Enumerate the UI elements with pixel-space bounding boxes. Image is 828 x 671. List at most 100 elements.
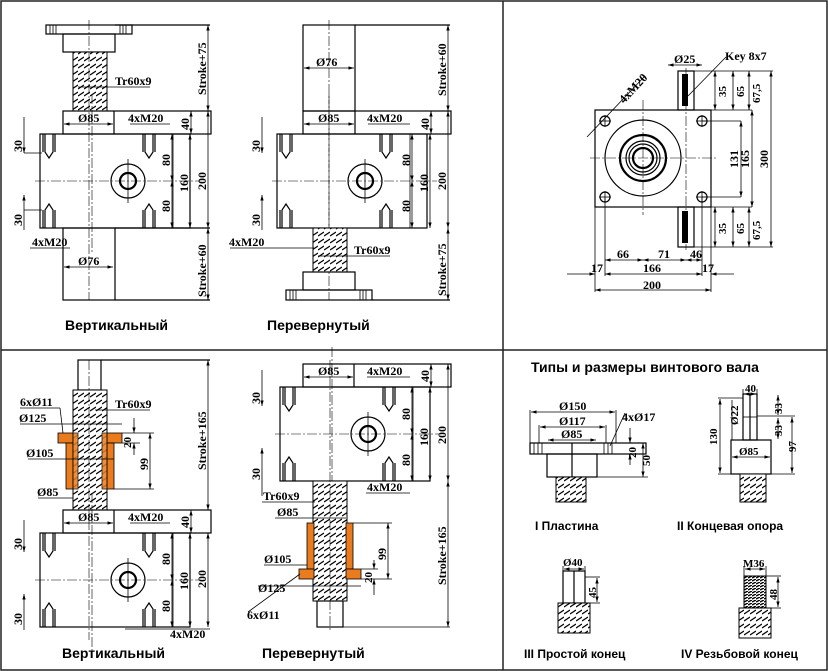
dim-160: 160 [417,428,431,446]
stroke-label: Stroke+165 [195,411,209,470]
stroke-label: Stroke+165 [435,526,449,585]
d40-label: Ø40 [563,557,583,569]
dim-40: 40 [178,516,192,528]
d117-label: Ø117 [559,414,586,428]
caption-inverted-nut: Перевернутый [262,645,365,661]
dim-160: 160 [177,174,191,192]
caption-type-2: II Концевая опора [677,519,783,533]
type-end-support: 40 Ø22 33 33 130 97 Ø85 II Концевая опор… [677,383,799,533]
dim-80-top: 80 [159,154,173,166]
caption-type-1: I Пластина [535,519,599,533]
holes-top-label: 4xM20 [367,111,402,125]
tube-diameter-label: Ø76 [316,55,337,69]
dim-80-bottom: 80 [399,454,413,466]
dim-80-bottom: 80 [159,600,173,612]
flange-diameter-label: Ø85 [78,510,99,524]
dim-80-top: 80 [159,553,173,565]
holes-bottom-label: 4xM20 [32,235,67,249]
dim-200: 200 [643,278,661,292]
holes-top-label: 4xM20 [128,111,163,125]
dim-17-left: 17 [591,261,603,275]
m36-label: M36 [743,558,765,570]
flange-diameter-label: Ø85 [318,111,339,125]
dim-40: 40 [745,383,757,395]
type-plain-end: Ø40 45 III Простой конец [524,557,626,661]
d22-label: Ø22 [729,405,741,425]
dim-200: 200 [195,172,209,190]
thread-label: Tr60x9 [115,397,151,411]
d85-label: Ø85 [561,427,582,441]
dim-99: 99 [137,458,151,470]
dim-35-top: 35 [717,86,729,98]
dim-160: 160 [177,572,191,590]
view-nut-inverted: Ø85 4xM20 4xM20 Tr60x9 Ø85 Ø105 Ø125 6xØ… [247,345,452,661]
dim-130: 130 [708,428,720,445]
d105-label: Ø105 [264,552,291,566]
holes-label: 4xØ17 [622,410,655,424]
dim-40: 40 [418,370,432,382]
dim-165: 165 [738,150,752,168]
caption-type-3: III Простой конец [524,647,626,661]
thread-label: Tr60x9 [115,74,151,88]
dim-30-top: 30 [249,392,263,404]
stroke-bottom-label: Stroke+75 [435,243,449,296]
dim-200: 200 [195,570,209,588]
shaft-diameter-label: Ø25 [674,52,695,66]
shaft-end-types: Типы и размеры винтового вала Ø150 Ø117 … [524,359,799,661]
dim-30-bottom: 30 [11,214,25,226]
dim-30-top: 30 [249,140,263,152]
d85-nut-label: Ø85 [277,505,298,519]
flange-diameter-label: Ø85 [318,364,339,378]
holes-bottom-label: 4xM20 [229,235,264,249]
dim-48: 48 [768,589,780,601]
dim-65-top: 65 [735,86,747,98]
dim-80-bottom: 80 [159,200,173,212]
dim-131: 131 [727,150,741,168]
dim-50: 50 [641,455,653,467]
dim-20: 20 [363,572,375,584]
view-nut-vertical: 6xØ11 Tr60x9 Ø125 Ø105 Ø85 20 99 Stroke+… [11,359,212,661]
dim-33-top: 33 [773,403,785,415]
dim-20: 20 [627,447,639,459]
d125-label: Ø125 [19,411,46,425]
holes-bottom-label: 4xM20 [170,627,205,641]
holes-top-label: 4xM20 [367,364,402,378]
tube-diameter-label: Ø76 [78,254,99,268]
dim-40: 40 [418,118,432,130]
dim-200: 200 [435,172,449,190]
dim-17-right: 17 [702,261,714,275]
bolts-label: 6xØ11 [247,608,280,622]
dim-45: 45 [587,587,599,599]
dim-80-bottom: 80 [399,200,413,212]
dim-80-top: 80 [399,154,413,166]
caption-vertical-nut: Вертикальный [62,645,165,661]
dim-33-bottom: 33 [773,425,785,437]
dim-30-top: 30 [11,140,25,152]
holes-label: 4xM20 [616,71,650,106]
stroke-bottom-label: Stroke+60 [195,244,209,297]
dim-71: 71 [658,247,670,261]
key-label: Key 8x7 [725,49,767,63]
holes-bottom-label: 4xM20 [367,480,402,494]
type-threaded-end: M36 48 IV Резьбовой конец [681,558,798,661]
view-top-inverted: Ø76 Ø85 4xM20 4xM20 Tr60x9 Stroke+60 Str… [229,20,452,333]
thread-label: Tr60x9 [354,243,390,257]
dim-300: 300 [757,150,771,168]
bolts-label: 6xØ11 [20,395,53,409]
dim-99: 99 [375,548,389,560]
dim-30-top: 30 [11,538,25,550]
d125-label: Ø125 [258,581,285,595]
flange-diameter-label: Ø85 [78,111,99,125]
stroke-top-label: Stroke+75 [195,42,209,95]
d150-label: Ø150 [559,399,586,413]
view-top-plan: 4xM20 Ø25 Key 8x7 35 65 67,5 35 65 67,5 … [567,49,773,292]
dim-67-5-top: 67,5 [751,83,763,103]
section-title: Типы и размеры винтового вала [531,359,759,375]
stroke-top-label: Stroke+60 [435,43,449,96]
dim-30-bottom: 30 [249,468,263,480]
thread-label: Tr60x9 [263,489,299,503]
dim-20: 20 [122,437,134,449]
dim-97: 97 [787,441,799,453]
